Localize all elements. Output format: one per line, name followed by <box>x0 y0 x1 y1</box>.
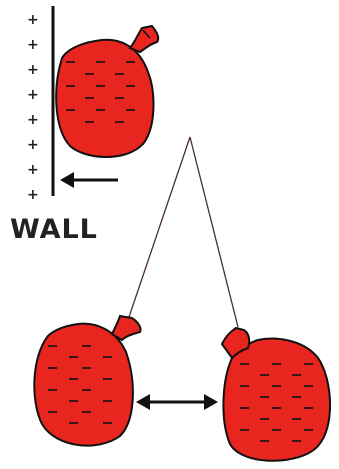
double-headed-arrow-icon <box>136 394 218 410</box>
wall-positive-charge: + <box>27 162 39 178</box>
balloon-strings <box>129 137 238 327</box>
balloon-hanging-right <box>222 328 330 461</box>
wall-positive-charge: + <box>27 87 39 103</box>
wall-positive-charge: + <box>27 62 39 78</box>
wall-positive-charge: + <box>27 12 39 28</box>
left-string <box>129 137 190 317</box>
wall-charges: + + + + + + + + <box>27 12 39 203</box>
attraction-arrow-icon <box>60 172 118 188</box>
wall-positive-charge: + <box>27 187 39 203</box>
balloon-on-wall <box>56 26 158 157</box>
right-string <box>190 137 238 327</box>
wall: + + + + + + + + <box>27 6 53 203</box>
wall-positive-charge: + <box>27 112 39 128</box>
wall-label: WALL <box>10 214 110 254</box>
balloon-hanging-left <box>34 316 140 446</box>
wall-positive-charge: + <box>27 37 39 53</box>
wall-positive-charge: + <box>27 137 39 153</box>
